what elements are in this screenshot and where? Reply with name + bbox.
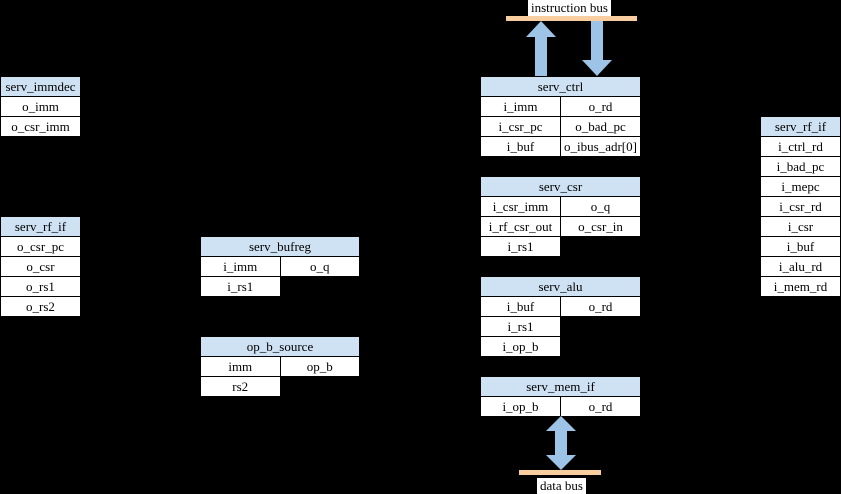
port-cell: o_csr_in [560, 216, 641, 237]
port-cell: i_imm [480, 96, 561, 117]
port-cell: i_rf_csr_out [480, 216, 561, 237]
port-cell: i_imm [200, 256, 281, 277]
port-cell: o_ibus_adr[0] [560, 136, 641, 157]
table-serv-mem-if: serv_mem_if i_op_b o_rd [480, 376, 641, 417]
port-cell: o_q [560, 196, 641, 217]
table-title: serv_rf_if [0, 216, 81, 237]
port-cell: i_mepc [760, 176, 841, 197]
empty-cell [561, 237, 641, 257]
port-cell: i_ctrl_rd [760, 136, 841, 157]
port-cell: i_alu_rd [760, 256, 841, 277]
instruction-bus-label: instruction bus [528, 0, 611, 16]
data-bus-bar [519, 470, 601, 475]
table-serv-bufreg: serv_bufreg i_imm o_q i_rs1 [200, 236, 360, 297]
table-title: serv_immdec [0, 76, 81, 97]
port-cell: i_bad_pc [760, 156, 841, 177]
port-cell: i_buf [760, 236, 841, 257]
port-cell: op_b [279, 356, 360, 377]
table-op-b-source: op_b_source imm op_b rs2 [200, 336, 360, 397]
table-serv-ctrl: serv_ctrl i_imm o_rd i_csr_pc o_bad_pc i… [480, 76, 641, 157]
table-title: op_b_source [200, 336, 360, 357]
instruction-bus-bar [506, 16, 637, 21]
port-cell: o_bad_pc [560, 116, 641, 137]
arrow-double-vertical-icon [546, 416, 576, 470]
port-cell: o_rd [560, 396, 641, 417]
port-cell: i_rs1 [200, 276, 281, 297]
table-serv-immdec: serv_immdec o_imm o_csr_imm [0, 76, 81, 137]
table-serv-rf-if-left: serv_rf_if o_csr_pc o_csr o_rs1 o_rs2 [0, 216, 81, 317]
port-cell: o_q [279, 256, 360, 277]
data-bus-label: data bus [537, 478, 586, 494]
port-cell: o_csr [0, 256, 81, 277]
port-cell: i_csr_pc [480, 116, 561, 137]
port-cell: i_mem_rd [760, 276, 841, 297]
port-cell: o_rd [560, 296, 641, 317]
port-cell: o_rs2 [0, 296, 81, 317]
port-cell: o_imm [0, 96, 81, 117]
table-serv-alu: serv_alu i_buf o_rd i_rs1 i_op_b [480, 276, 641, 357]
table-title: serv_bufreg [200, 236, 360, 257]
table-title: serv_alu [480, 276, 641, 297]
port-cell: i_buf [480, 296, 561, 317]
port-cell: o_rd [560, 96, 641, 117]
table-serv-csr: serv_csr i_csr_imm o_q i_rf_csr_out o_cs… [480, 176, 641, 257]
empty-cell [280, 377, 360, 397]
port-cell: i_rs1 [480, 316, 561, 337]
arrow-down-icon [582, 21, 612, 76]
table-serv-rf-if-right: serv_rf_if i_ctrl_rd i_bad_pc i_mepc i_c… [760, 116, 841, 297]
empty-cell [561, 337, 641, 357]
port-cell: i_csr_rd [760, 196, 841, 217]
port-cell: o_rs1 [0, 276, 81, 297]
empty-cell [280, 277, 360, 297]
port-cell: i_op_b [480, 336, 561, 357]
port-cell: o_csr_pc [0, 236, 81, 257]
port-cell: i_op_b [480, 396, 561, 417]
table-title: serv_rf_if [760, 116, 841, 137]
port-cell: i_csr_imm [480, 196, 561, 217]
arrow-up-icon [526, 21, 556, 76]
empty-cell [561, 317, 641, 337]
port-cell: o_csr_imm [0, 116, 81, 137]
port-cell: imm [200, 356, 281, 377]
port-cell: i_csr [760, 216, 841, 237]
port-cell: i_rs1 [480, 236, 561, 257]
table-title: serv_ctrl [480, 76, 641, 97]
port-cell: i_buf [480, 136, 561, 157]
table-title: serv_csr [480, 176, 641, 197]
table-title: serv_mem_if [480, 376, 641, 397]
port-cell: rs2 [200, 376, 281, 397]
